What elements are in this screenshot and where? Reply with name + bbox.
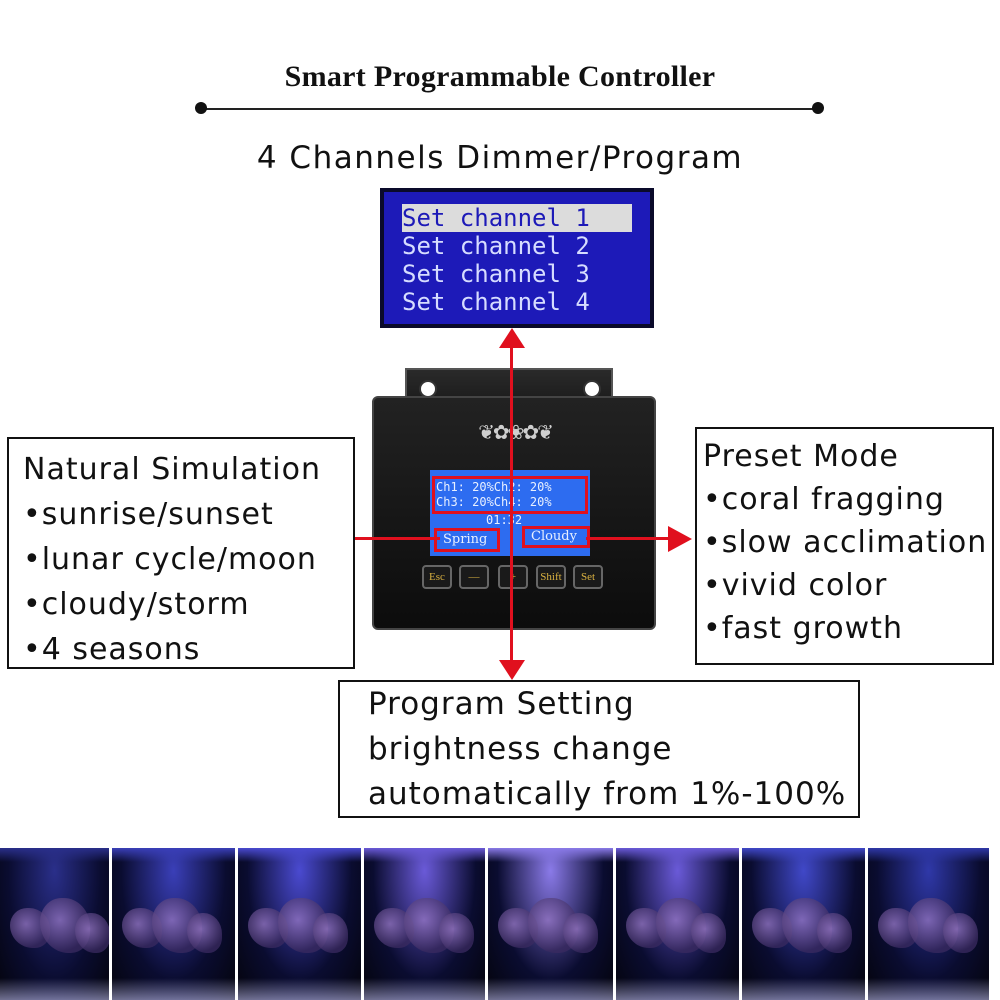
sand-floor: [742, 978, 865, 1000]
light-glow: [742, 848, 865, 862]
season-label: Spring: [434, 528, 500, 552]
program-setting-box: Program Setting brightness change automa…: [338, 680, 860, 818]
preset-mode-box: Preset Mode •coral fragging •slow acclim…: [695, 427, 994, 665]
channel-menu-lcd: Set channel 1 Set channel 2 Set channel …: [380, 188, 654, 328]
coral-rock: [943, 913, 978, 953]
sand-floor: [238, 978, 361, 1000]
sand-floor: [488, 978, 613, 1000]
lcd-row-1: Ch1: 20%Ch2: 20%: [436, 480, 552, 494]
title-divider: [200, 108, 820, 110]
arrow-down-icon: [499, 660, 525, 680]
aquarium-photo-panel: [364, 848, 485, 1000]
aquarium-lighting-strip: [0, 848, 1000, 1000]
natural-item: •cloudy/storm: [23, 587, 250, 622]
right-arrow-line: [586, 537, 672, 540]
menu-item-channel-1[interactable]: Set channel 1: [402, 204, 632, 232]
menu-item-channel-2[interactable]: Set channel 2: [402, 232, 590, 260]
set-button[interactable]: Set: [573, 565, 603, 589]
light-glow: [616, 848, 739, 862]
ornament-icon: ❦✿❀✿❦: [478, 420, 554, 444]
left-arrow-line: [350, 537, 440, 540]
sand-floor: [112, 978, 235, 1000]
lcd-time: 01:32: [486, 513, 523, 527]
light-glow: [0, 848, 109, 862]
coral-rock: [75, 913, 109, 953]
light-glow: [112, 848, 235, 862]
aquarium-photo-panel: [868, 848, 989, 1000]
menu-item-channel-4[interactable]: Set channel 4: [402, 288, 590, 316]
coral-rock: [187, 913, 222, 953]
arrow-up-icon: [499, 328, 525, 348]
aquarium-photo-panel: [238, 848, 361, 1000]
sand-floor: [868, 978, 989, 1000]
natural-simulation-box: Natural Simulation •sunrise/sunset •luna…: [7, 437, 355, 669]
lcd-row-2: Ch3: 20%Ch4: 20%: [436, 495, 552, 509]
coral-rock: [313, 913, 348, 953]
shift-button[interactable]: Shift: [536, 565, 566, 589]
coral-rock: [439, 913, 474, 953]
plus-button[interactable]: +: [498, 565, 528, 589]
menu-item-channel-3[interactable]: Set channel 3: [402, 260, 590, 288]
natural-item: •sunrise/sunset: [23, 497, 274, 532]
program-setting-heading: Program Setting: [368, 686, 635, 722]
aquarium-photo-panel: [112, 848, 235, 1000]
light-glow: [868, 848, 989, 862]
minus-button[interactable]: —: [459, 565, 489, 589]
aquarium-photo-panel: [742, 848, 865, 1000]
coral-rock: [691, 913, 726, 953]
aquarium-photo-panel: [0, 848, 109, 1000]
sand-floor: [616, 978, 739, 1000]
esc-button[interactable]: Esc: [422, 565, 452, 589]
natural-simulation-heading: Natural Simulation: [23, 452, 321, 487]
weather-label: Cloudy: [522, 526, 590, 548]
natural-item: •lunar cycle/moon: [23, 542, 317, 577]
preset-item: •slow acclimation: [703, 525, 988, 560]
divider-dot-left: [195, 102, 207, 114]
preset-item: •fast growth: [703, 611, 903, 646]
vertical-arrow-line: [510, 342, 513, 664]
sand-floor: [0, 978, 109, 1000]
page-subtitle: 4 Channels Dimmer/Program: [256, 140, 744, 176]
sand-floor: [364, 978, 485, 1000]
preset-item: •vivid color: [703, 568, 888, 603]
preset-item: •coral fragging: [703, 482, 945, 517]
program-setting-line: brightness change: [368, 731, 673, 767]
coral-rock: [563, 913, 598, 953]
light-glow: [488, 848, 613, 862]
aquarium-photo-panel: [616, 848, 739, 1000]
preset-mode-heading: Preset Mode: [703, 439, 899, 474]
aquarium-photo-panel: [488, 848, 613, 1000]
light-glow: [238, 848, 361, 862]
light-glow: [364, 848, 485, 862]
divider-dot-right: [812, 102, 824, 114]
coral-rock: [817, 913, 852, 953]
page-title: Smart Programmable Controller: [284, 60, 716, 93]
program-setting-line: automatically from 1%-100%: [368, 776, 847, 812]
natural-item: •4 seasons: [23, 632, 201, 667]
arrow-right-icon: [668, 526, 692, 552]
